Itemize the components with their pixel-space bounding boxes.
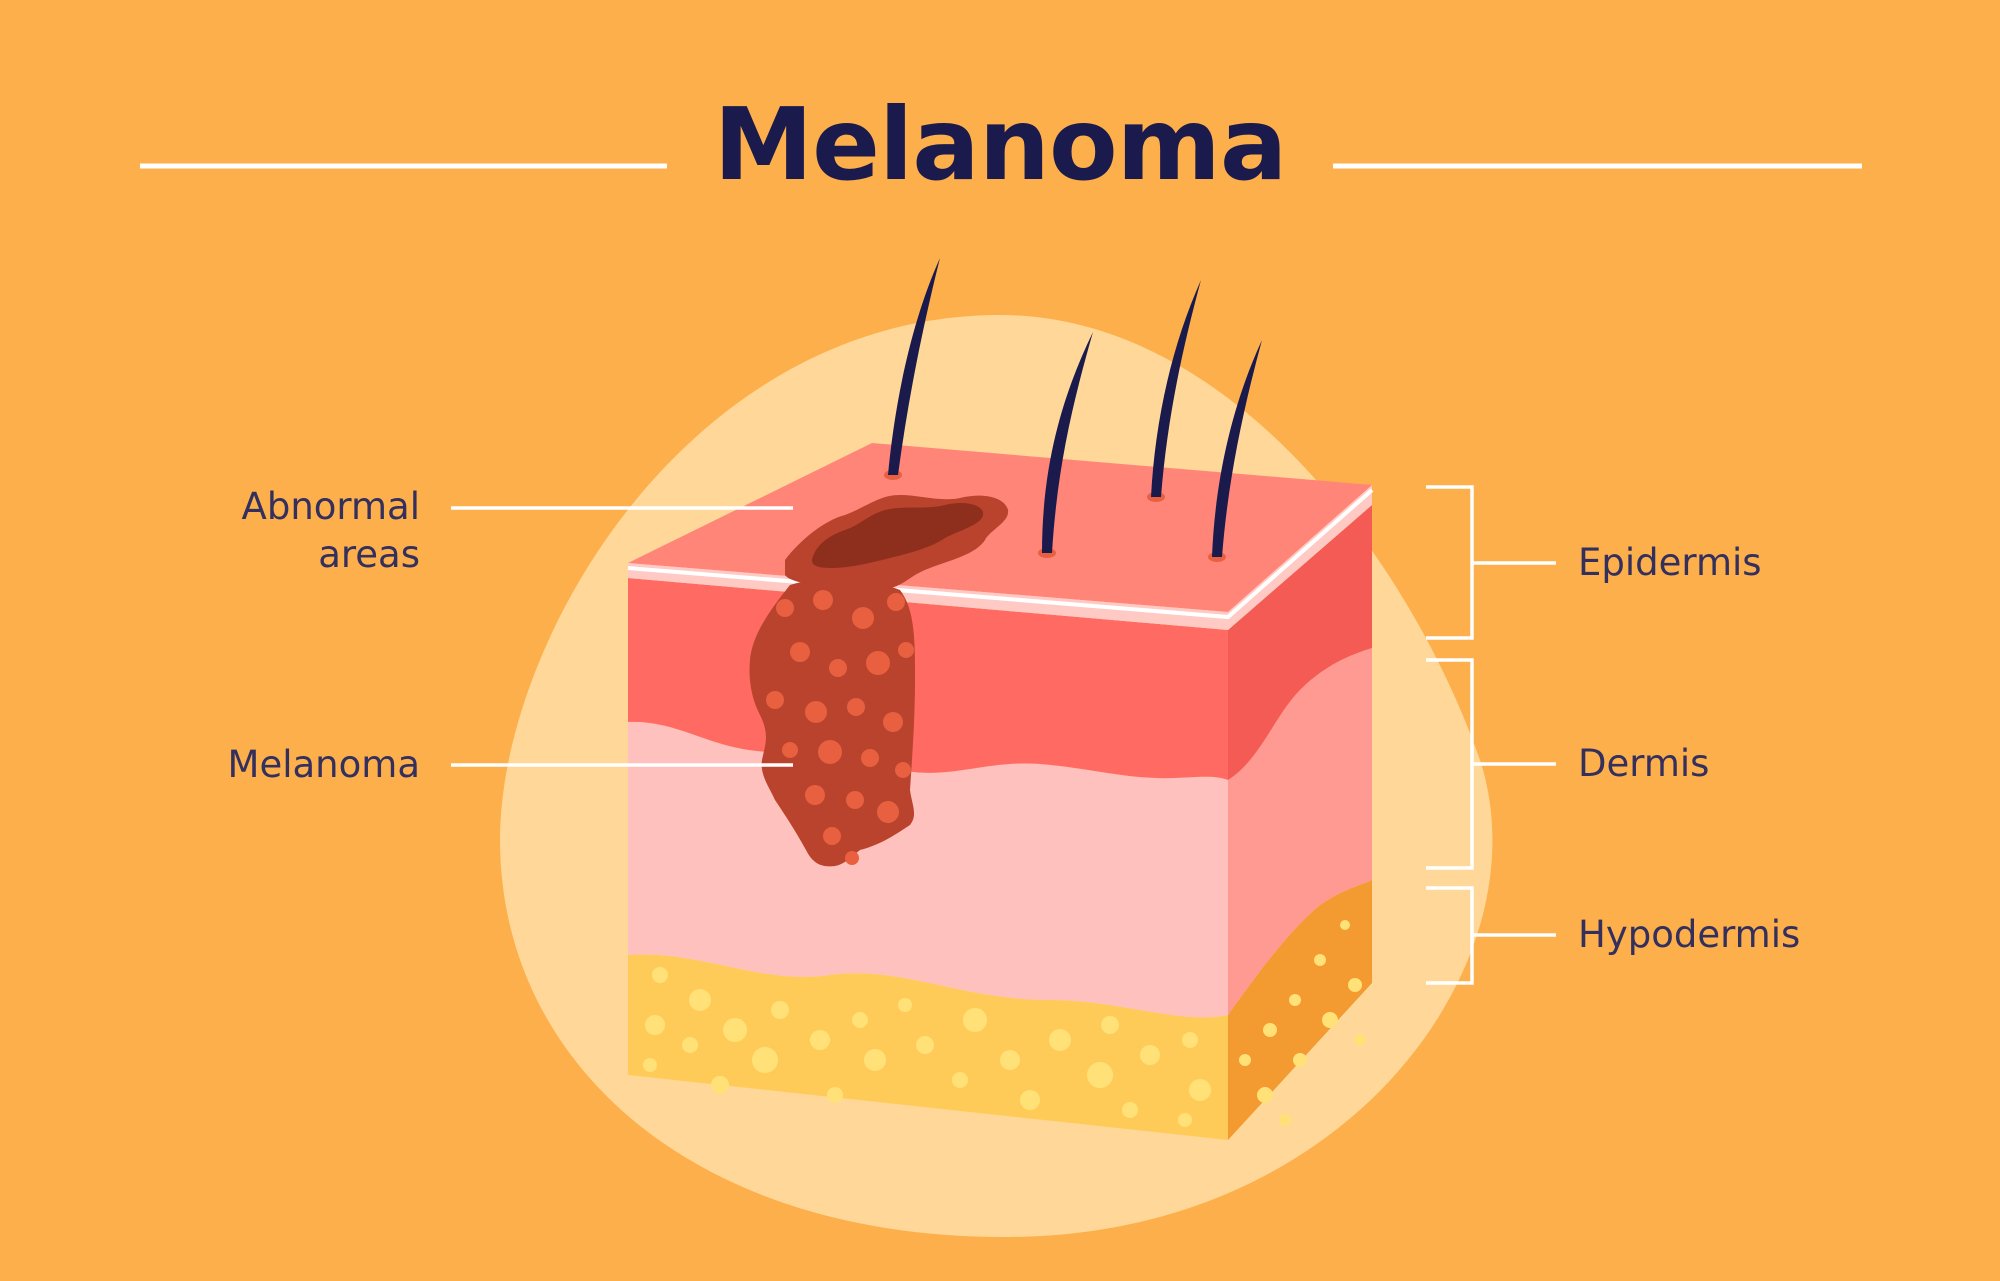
hair — [1151, 280, 1201, 497]
label-hypodermis: Hypodermis — [1578, 913, 1801, 956]
fat-globule — [916, 1036, 934, 1054]
fat-globule — [1322, 1012, 1338, 1028]
fat-globule — [752, 1047, 778, 1073]
hairs — [884, 258, 1262, 562]
fat-globule — [1263, 1023, 1277, 1037]
melanoma-cell — [846, 791, 864, 809]
fat-globule — [1340, 920, 1350, 930]
melanoma-cells — [766, 590, 914, 865]
melanoma-cell — [776, 599, 794, 617]
fat-globule — [1293, 1053, 1307, 1067]
melanoma-cell — [805, 701, 827, 723]
hypodermis-side — [1228, 880, 1372, 1140]
label-epidermis: Epidermis — [1578, 541, 1762, 584]
melanoma-cell — [866, 651, 890, 675]
melanoma-cell — [829, 659, 847, 677]
fat-globule — [1239, 1054, 1251, 1066]
bracket-dermis — [1426, 658, 1556, 870]
melanoma-cell — [887, 593, 905, 611]
fat-globule — [1257, 1087, 1273, 1103]
melanoma-cell — [766, 691, 784, 709]
melanoma-cell — [847, 698, 865, 716]
hair — [1212, 340, 1262, 557]
fat-globule — [711, 1076, 729, 1094]
fat-globule — [643, 1058, 657, 1072]
fat-globule — [1140, 1045, 1160, 1065]
melanoma-cell — [823, 827, 841, 845]
fat-globule — [810, 1030, 830, 1050]
fat-globule — [1101, 1016, 1119, 1034]
fat-globule — [771, 1001, 789, 1019]
fat-globule — [689, 989, 711, 1011]
melanoma-cell — [883, 712, 903, 732]
epidermis-side — [1228, 505, 1372, 780]
fat-globule — [852, 1012, 868, 1028]
fat-globule — [1178, 1113, 1192, 1127]
melanoma-cell — [845, 851, 859, 865]
fat-globules — [643, 920, 1366, 1127]
fat-globule — [1020, 1090, 1040, 1110]
label-melanoma: Melanoma — [227, 743, 420, 786]
melanoma-cell — [895, 762, 911, 778]
page-title: Melanoma — [713, 86, 1288, 203]
fat-globule — [963, 1008, 987, 1032]
fat-globule — [898, 998, 912, 1012]
dermis-side — [1228, 648, 1372, 1015]
fat-globule — [952, 1072, 968, 1088]
fat-globule — [1348, 978, 1362, 992]
melanoma-cell — [790, 642, 810, 662]
fat-globule — [1049, 1029, 1071, 1051]
fat-globule — [1314, 954, 1326, 966]
title-container: Melanoma — [0, 95, 2000, 195]
fat-globule — [652, 967, 668, 983]
fat-globule — [827, 1087, 843, 1103]
fat-globule — [1289, 994, 1301, 1006]
fat-globule — [1354, 1034, 1366, 1046]
bracket-hypodermis — [1426, 886, 1556, 985]
melanoma-cell — [861, 749, 879, 767]
fat-globule — [1279, 1114, 1291, 1126]
fat-globule — [1122, 1102, 1138, 1118]
melanoma-cell — [782, 742, 798, 758]
melanoma-cell — [813, 590, 833, 610]
melanoma-cell — [877, 801, 899, 823]
hair — [888, 258, 940, 475]
fat-globule — [1182, 1032, 1198, 1048]
melanoma-cell — [898, 642, 914, 658]
melanoma-lesion — [749, 495, 1009, 867]
fat-globule — [1087, 1062, 1113, 1088]
fat-globule — [1000, 1050, 1020, 1070]
fat-globule — [864, 1049, 886, 1071]
fat-globule — [1189, 1079, 1211, 1101]
label-dermis: Dermis — [1578, 742, 1710, 785]
bracket-epidermis — [1426, 485, 1556, 640]
hair — [1042, 332, 1093, 553]
melanoma-cell — [818, 740, 842, 764]
fat-globule — [645, 1015, 665, 1035]
melanoma-cell — [852, 607, 874, 629]
fat-globule — [682, 1037, 698, 1053]
melanoma-cell — [805, 785, 825, 805]
abnormal-area-inner — [812, 503, 984, 568]
label-abnormal-areas: Abnormal areas — [241, 485, 420, 576]
fat-globule — [723, 1018, 747, 1042]
